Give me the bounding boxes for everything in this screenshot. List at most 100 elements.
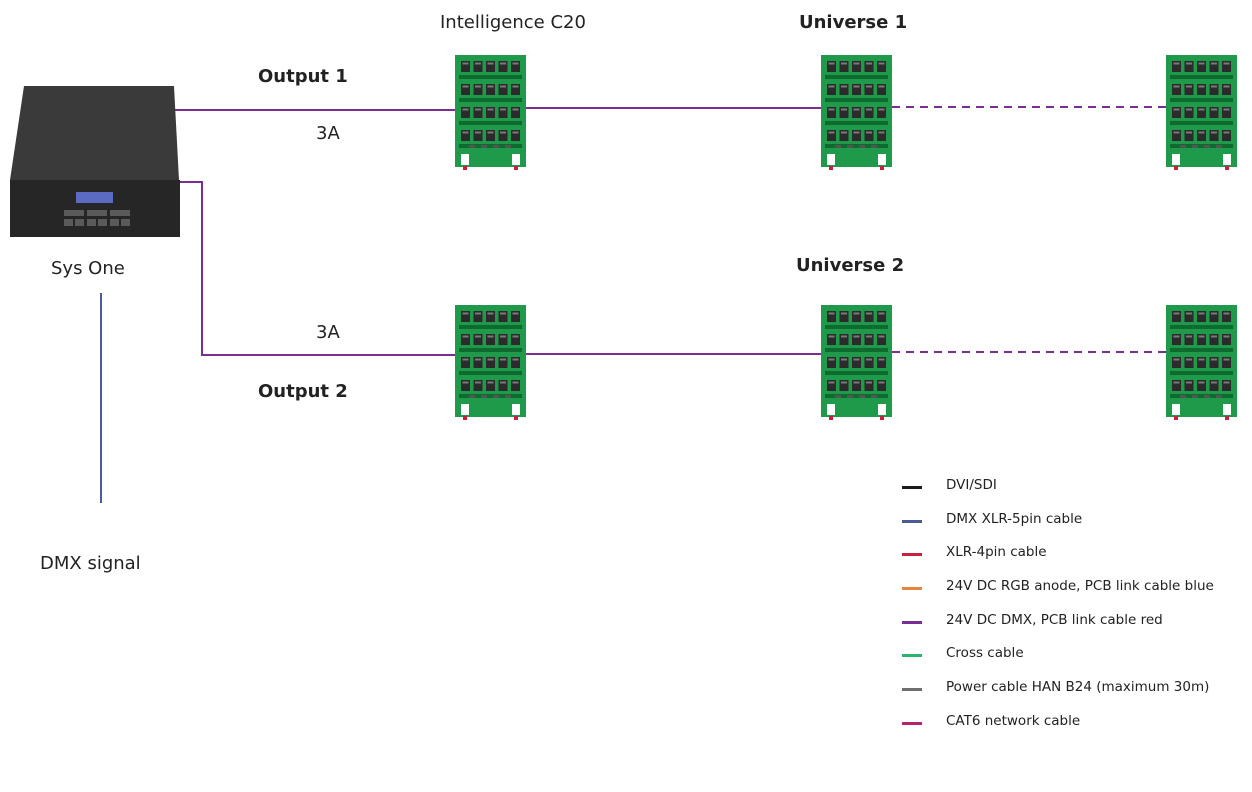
connector-port: [1222, 84, 1231, 95]
terminal-wire: [1174, 166, 1178, 170]
cables: [100, 106, 1166, 503]
terminal-wire: [1225, 166, 1229, 170]
terminal-wire: [1174, 416, 1178, 420]
connector-pin: [487, 358, 494, 361]
connector-port: [486, 311, 495, 322]
connector-port: [486, 357, 495, 368]
legend-item-rgb-anode: 24V DC RGB anode, PCB link cable blue: [902, 577, 1252, 611]
connector-port: [461, 107, 470, 118]
connector-pin: [1211, 312, 1217, 315]
connector-port: [486, 130, 495, 141]
pcb-component: [1216, 145, 1222, 148]
connector-pin: [1211, 131, 1217, 134]
connector-pin: [500, 358, 506, 361]
connector-port: [1197, 334, 1206, 345]
pcb-component: [469, 395, 475, 398]
connector-pin: [462, 131, 469, 134]
connector-port: [852, 61, 861, 72]
connector-pin: [1223, 108, 1230, 111]
pcb-trace: [1170, 144, 1233, 148]
connector-port: [1172, 357, 1181, 368]
pcb-trace: [459, 325, 522, 329]
pcb-component: [1204, 395, 1210, 398]
legend-label: 24V DC RGB anode, PCB link cable blue: [946, 578, 1214, 595]
pcb-component: [871, 395, 877, 398]
connector-port: [1222, 311, 1231, 322]
terminal-block: [878, 404, 886, 415]
connector-port: [1222, 130, 1231, 141]
legend-label: CAT6 network cable: [946, 712, 1081, 729]
connector-port: [827, 84, 836, 95]
connector-pin: [1198, 358, 1205, 361]
connector-port: [1172, 61, 1181, 72]
legend: DVI/SDI DMX XLR-5pin cable XLR-4pin cabl…: [902, 476, 1252, 746]
connector-pin: [878, 131, 885, 134]
connector-port: [877, 311, 886, 322]
legend-swatch: [902, 688, 922, 692]
pcb-boards: [455, 55, 1237, 420]
connector-pin: [1223, 358, 1230, 361]
terminal-wire: [514, 416, 518, 420]
legend-item-cat6: CAT6 network cable: [902, 712, 1252, 746]
terminal-block: [827, 154, 835, 165]
terminal-block: [1223, 154, 1231, 165]
connector-pin: [487, 131, 494, 134]
terminal-block: [878, 154, 886, 165]
connector-port: [877, 61, 886, 72]
connector-port: [1209, 61, 1219, 72]
connector-pin: [1186, 358, 1192, 361]
terminal-block: [461, 404, 469, 415]
pcb-component: [1216, 395, 1222, 398]
pcb-trace: [1170, 75, 1233, 79]
pcb-component: [835, 395, 841, 398]
connector-pin: [1198, 131, 1205, 134]
connector-pin: [1173, 85, 1180, 88]
pcb-trace: [825, 394, 888, 398]
pcb-trace: [459, 394, 522, 398]
connector-port: [864, 357, 874, 368]
pcb-trace: [459, 348, 522, 352]
connector-pin: [1173, 131, 1180, 134]
connector-port: [827, 334, 836, 345]
pcb-trace: [459, 75, 522, 79]
connector-pin: [500, 85, 506, 88]
connector-pin: [841, 85, 847, 88]
connector-pin: [475, 85, 481, 88]
pcb-trace: [825, 371, 888, 375]
connector-pin: [1223, 312, 1230, 315]
connector-port: [852, 357, 861, 368]
terminal-wire: [1225, 416, 1229, 420]
connector-pin: [841, 131, 847, 134]
pcb-board-output-2: [455, 305, 526, 420]
connector-port: [461, 130, 470, 141]
terminal-wire: [463, 416, 467, 420]
connector-port: [1184, 130, 1194, 141]
pcb-component: [835, 145, 841, 148]
connector-pin: [1223, 131, 1230, 134]
connector-port: [827, 107, 836, 118]
connector-pin: [866, 108, 872, 111]
connector-port: [511, 84, 520, 95]
controller-top: [10, 86, 179, 180]
controller-sys-one: [10, 86, 180, 237]
controller-label: Sys One: [51, 258, 125, 279]
connector-pin: [853, 131, 860, 134]
connector-port: [486, 380, 495, 391]
connector-port: [1172, 130, 1181, 141]
connector-port: [1209, 84, 1219, 95]
connector-port: [864, 84, 874, 95]
connector-port: [1184, 107, 1194, 118]
pcb-trace: [825, 144, 888, 148]
pcb-trace: [825, 75, 888, 79]
connector-pin: [841, 358, 847, 361]
pcb-board-universe-1-a: [821, 55, 892, 170]
connector-port: [511, 107, 520, 118]
connector-pin: [1223, 62, 1230, 65]
connector-pin: [1186, 335, 1192, 338]
connector-pin: [878, 312, 885, 315]
connector-pin: [512, 85, 519, 88]
pcb-component: [493, 395, 499, 398]
connector-pin: [1223, 335, 1230, 338]
connector-port: [827, 380, 836, 391]
